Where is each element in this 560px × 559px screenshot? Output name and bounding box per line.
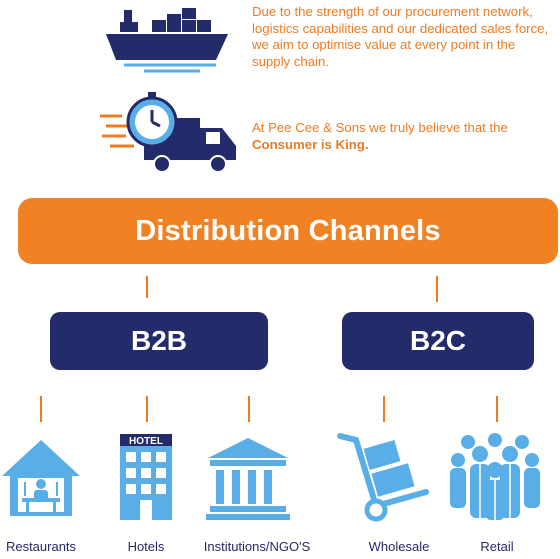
intro-slogan: At Pee Cee & Sons we truly believe that … (252, 120, 552, 153)
segment-label-hotels: Hotels (127, 539, 165, 554)
segment-label-restaurants: Restaurants (5, 539, 77, 554)
hand-truck-icon (336, 432, 430, 522)
connector-b2b-restaurants (40, 396, 42, 422)
connector-root-b2b (146, 276, 148, 298)
connector-b2b-institutions (248, 396, 250, 422)
intro-slogan-emphasis: Consumer is King. (252, 136, 369, 152)
restaurant-icon (0, 436, 82, 520)
connector-b2c-retail (496, 396, 498, 422)
delivery-truck-icon (100, 88, 240, 174)
b2c-node: B2C (342, 312, 534, 370)
intro-paragraph: Due to the strength of our procurement n… (252, 4, 549, 69)
connector-root-b2c (436, 276, 438, 302)
intro-slogan-lead: At Pee Cee & Sons we truly believe that … (252, 120, 508, 135)
connector-b2c-wholesale (383, 396, 385, 422)
b2b-node: B2B (50, 312, 268, 370)
connector-b2b-hotels (146, 396, 148, 422)
segment-label-institutions: Institutions/NGO'S (203, 539, 311, 554)
segment-label-retail: Retail (480, 539, 514, 554)
cargo-ship-icon (104, 4, 230, 74)
crowd-icon (448, 430, 542, 522)
institution-icon (206, 436, 290, 520)
segment-label-wholesale: Wholesale (368, 539, 430, 554)
distribution-channels-node: Distribution Channels (18, 198, 558, 264)
hotel-icon: HOTEL (118, 432, 174, 522)
hotel-sign-text: HOTEL (129, 436, 163, 447)
